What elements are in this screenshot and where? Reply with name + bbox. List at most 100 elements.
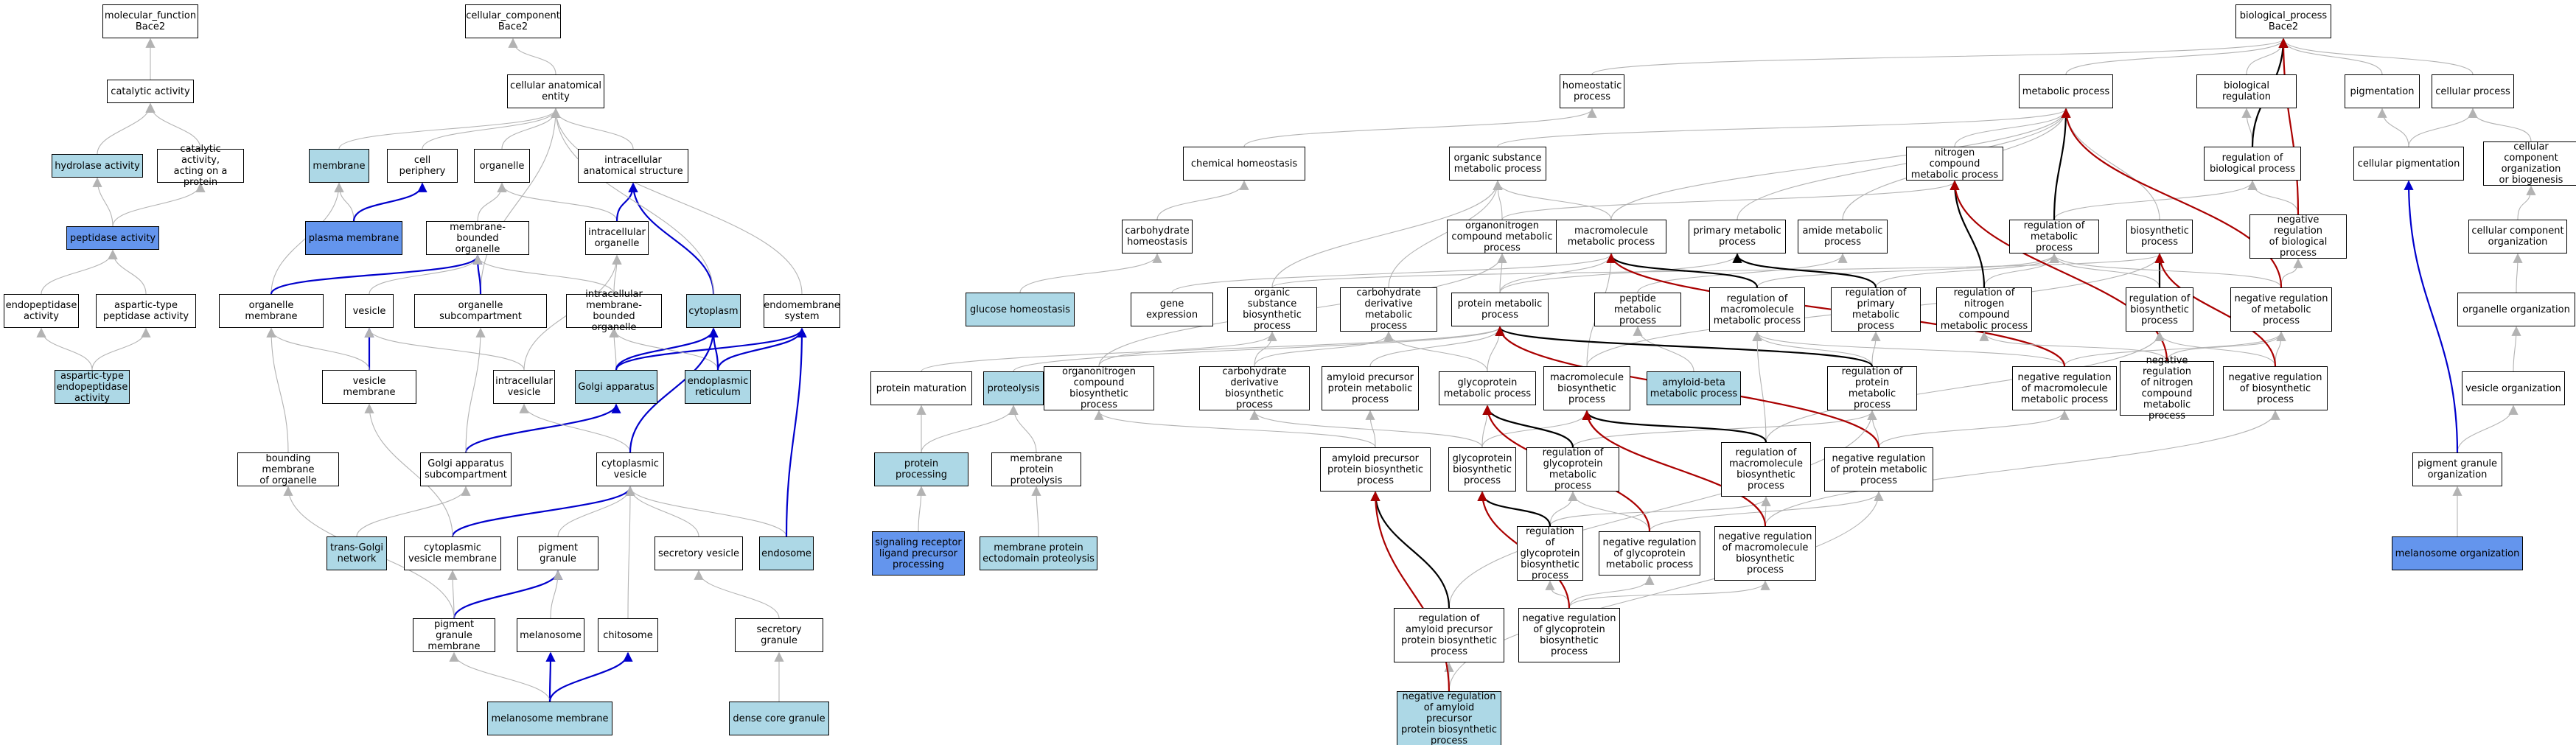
go-term-node-homeostatic[interactable]: homeostatic process [1560,74,1624,108]
go-term-node-chem-homeostasis[interactable]: chemical homeostasis [1183,147,1305,181]
go-term-node-organelle[interactable]: organelle [474,149,530,183]
go-term-node-reg-biosyn[interactable]: regulation of biosynthetic process [2126,287,2193,332]
go-term-node-cat-protein[interactable]: catalytic activity, acting on a protein [157,144,244,188]
go-term-node-intra-vesicle[interactable]: intracellular vesicle [493,370,555,404]
go-term-node-macromol-biosyn[interactable]: macromolecule biosynthetic process [1543,366,1630,410]
go-term-node-cyto-vesicle[interactable]: cytoplasmic vesicle [596,452,664,486]
go-term-node-reg-glycoprotein-biosyn[interactable]: regulation of glycoprotein biosynthetic … [1517,526,1583,581]
go-term-node-bp-root[interactable]: biological_process Bace2 [2235,4,2331,38]
go-term-node-protein-metab[interactable]: protein metabolic process [1451,293,1549,326]
go-term-node-reg-primary-metab[interactable]: regulation of primary metabolic process [1831,287,1921,332]
go-term-node-orgN-biosyn[interactable]: organonitrogen compound biosynthetic pro… [1044,366,1154,410]
go-term-node-biosynthetic[interactable]: biosynthetic process [2126,220,2193,253]
go-term-node-er[interactable]: endoplasmic reticulum [685,370,751,404]
go-term-node-melanosome-membrane[interactable]: melanosome membrane [487,702,612,735]
go-term-node-reg-metab[interactable]: regulation of metabolic process [2009,220,2099,253]
go-term-node-plasma-membrane[interactable]: plasma membrane [305,221,402,255]
go-term-node-neg-reg-glycoprotein-metab[interactable]: negative regulation of glycoprotein meta… [1599,531,1700,576]
go-term-node-chitosome[interactable]: chitosome [598,618,658,652]
go-term-node-protein-processing[interactable]: protein processing [874,452,968,486]
go-term-node-pigment-granule-membrane[interactable]: pigment granule membrane [413,618,495,652]
go-term-node-golgi-subcomp[interactable]: Golgi apparatus subcompartment [420,452,512,486]
go-term-node-melanosome-organization[interactable]: melanosome organization [2392,536,2523,570]
go-term-node-cyto-vesicle-membrane[interactable]: cytoplasmic vesicle membrane [404,536,501,570]
go-term-node-neg-reg-macromol-biosyn[interactable]: negative regulation of macromolecule bio… [1714,526,1816,581]
go-term-node-app-biosyn[interactable]: amyloid precursor protein biosynthetic p… [1320,447,1431,492]
go-term-node-glycoprotein-biosyn[interactable]: glycoprotein biosynthetic process [1448,447,1516,492]
go-term-node-primary-metab[interactable]: primary metabolic process [1689,220,1786,253]
go-term-node-glucose-homeostasis[interactable]: glucose homeostasis [966,293,1075,326]
go-term-node-reg-bio-process[interactable]: regulation of biological process [2204,147,2301,181]
go-term-node-neg-reg-macromol-metab[interactable]: negative regulation of macromolecule met… [2012,366,2117,410]
go-term-node-org-subst-biosyn[interactable]: organic substance biosynthetic process [1227,287,1317,332]
go-term-node-golgi[interactable]: Golgi apparatus [575,370,657,404]
go-term-node-mf-root[interactable]: molecular_function Bace2 [102,4,198,38]
go-term-node-reg-app-biosyn[interactable]: regulation of amyloid precursor protein … [1394,608,1504,662]
go-term-node-dense-core-granule[interactable]: dense core granule [729,702,829,735]
go-term-node-neg-reg-protein-metab[interactable]: negative regulation of protein metabolic… [1824,447,1933,492]
go-term-node-intra-anat[interactable]: intracellular anatomical structure [578,149,688,183]
go-term-node-cytoplasm[interactable]: cytoplasm [686,294,741,328]
go-term-node-endopeptidase[interactable]: endopeptidase activity [4,294,79,328]
go-term-node-app-metab[interactable]: amyloid precursor protein metabolic proc… [1322,366,1419,410]
go-term-node-neg-reg-metab[interactable]: negative regulation of metabolic process [2230,287,2332,332]
go-term-node-membrane[interactable]: membrane [309,149,369,183]
go-term-node-neg-reg-bio[interactable]: negative regulation of biological proces… [2249,214,2347,259]
go-term-node-pigment-granule[interactable]: pigment granule [517,536,598,570]
go-term-node-anat-entity[interactable]: cellular anatomical entity [507,74,604,108]
go-term-node-amyloid-beta-metab[interactable]: amyloid-beta metabolic process [1647,371,1741,405]
go-term-node-carb-deriv-metab[interactable]: carbohydrate derivative metabolic proces… [1340,287,1437,332]
go-term-node-nitrogen-metab[interactable]: nitrogen compound metabolic process [1906,147,2003,181]
go-term-node-bounding-membrane[interactable]: bounding membrane of organelle [237,452,339,486]
go-term-node-vesicle[interactable]: vesicle [345,294,394,328]
go-term-node-pigmentation[interactable]: pigmentation [2345,74,2420,108]
go-term-node-pigment-granule-org[interactable]: pigment granule organization [2412,452,2502,486]
go-term-node-cc-root[interactable]: cellular_component Bace2 [465,4,561,38]
go-term-node-cc-org-biogenesis[interactable]: cellular component organization or bioge… [2483,141,2576,186]
go-term-node-melanosome[interactable]: melanosome [517,618,584,652]
go-term-node-cell-pigmentation[interactable]: cellular pigmentation [2353,147,2464,181]
go-term-node-signaling-receptor[interactable]: signaling receptor ligand precursor proc… [872,531,965,576]
go-term-node-catalytic[interactable]: catalytic activity [107,80,194,103]
go-term-node-organelle-membrane[interactable]: organelle membrane [219,294,324,328]
go-term-node-carb-homeostasis[interactable]: carbohydrate homeostasis [1122,220,1193,253]
go-term-node-reg-nitrogen-metab[interactable]: regulation of nitrogen compound metaboli… [1936,287,2032,332]
go-term-node-gene-expression[interactable]: gene expression [1131,293,1213,326]
go-term-node-glycoprotein-metab[interactable]: glycoprotein metabolic process [1439,371,1536,405]
go-term-node-org-subst-metab[interactable]: organic substance metabolic process [1449,147,1546,181]
go-term-node-organelle-subcomp[interactable]: organelle subcompartment [414,294,547,328]
go-term-node-reg-macromol-biosyn[interactable]: regulation of macromolecule biosynthetic… [1721,442,1811,497]
go-term-node-cell-periphery[interactable]: cell periphery [387,149,458,183]
go-term-node-macromol-metab[interactable]: macromolecule metabolic process [1556,220,1666,253]
go-term-node-bio-regulation[interactable]: biological regulation [2196,74,2297,108]
go-term-node-reg-macromol-metab[interactable]: regulation of macromolecule metabolic pr… [1709,287,1805,332]
go-term-node-intra-organelle[interactable]: intracellular organelle [585,221,649,255]
go-term-node-peptide-metab[interactable]: peptide metabolic process [1594,293,1681,326]
go-term-node-neg-reg-app-biosyn[interactable]: negative regulation of amyloid precursor… [1397,691,1501,745]
go-term-node-hydrolase[interactable]: hydrolase activity [52,154,143,178]
go-term-node-organelle-organization[interactable]: organelle organization [2457,293,2575,326]
go-term-node-reg-protein-metab[interactable]: regulation of protein metabolic process [1827,366,1917,410]
go-term-node-aspartic-pept[interactable]: aspartic-type peptidase activity [96,294,196,328]
go-term-node-membrane-proteolysis[interactable]: membrane protein proteolysis [991,452,1081,486]
go-term-node-amide-metab[interactable]: amide metabolic process [1798,220,1888,253]
go-term-node-peptidase[interactable]: peptidase activity [66,226,159,250]
go-term-node-neg-reg-glycoprotein-biosyn[interactable]: negative regulation of glycoprotein bios… [1518,608,1620,662]
go-term-node-vesicle-membrane[interactable]: vesicle membrane [322,370,416,404]
go-term-node-trans-golgi[interactable]: trans-Golgi network [327,536,387,570]
go-term-node-ectodomain-proteolysis[interactable]: membrane protein ectodomain proteolysis [980,536,1097,570]
go-term-node-cc-organization[interactable]: cellular component organization [2468,220,2567,253]
go-term-node-aspartic-endo[interactable]: aspartic-type endopeptidase activity [55,370,130,404]
go-term-node-reg-glycoprotein-metab[interactable]: regulation of glycoprotein metabolic pro… [1526,447,1619,492]
go-term-node-orgN-metab[interactable]: organonitrogen compound metabolic proces… [1447,220,1557,253]
go-term-node-carb-deriv-biosyn[interactable]: carbohydrate derivative biosynthetic pro… [1199,366,1310,410]
go-term-node-neg-reg-biosyn[interactable]: negative regulation of biosynthetic proc… [2223,366,2328,410]
go-term-node-protein-maturation[interactable]: protein maturation [870,371,972,405]
go-term-node-vesicle-organization[interactable]: vesicle organization [2462,371,2565,405]
go-term-node-cellular-process[interactable]: cellular process [2432,74,2514,108]
go-term-node-endosome[interactable]: endosome [759,536,814,570]
go-term-node-proteolysis[interactable]: proteolysis [983,371,1044,405]
go-term-node-mb-organelle[interactable]: membrane-bounded organelle [426,221,529,255]
go-term-node-secretory-granule[interactable]: secretory granule [735,618,823,652]
go-term-node-endomembrane[interactable]: endomembrane system [764,294,840,328]
